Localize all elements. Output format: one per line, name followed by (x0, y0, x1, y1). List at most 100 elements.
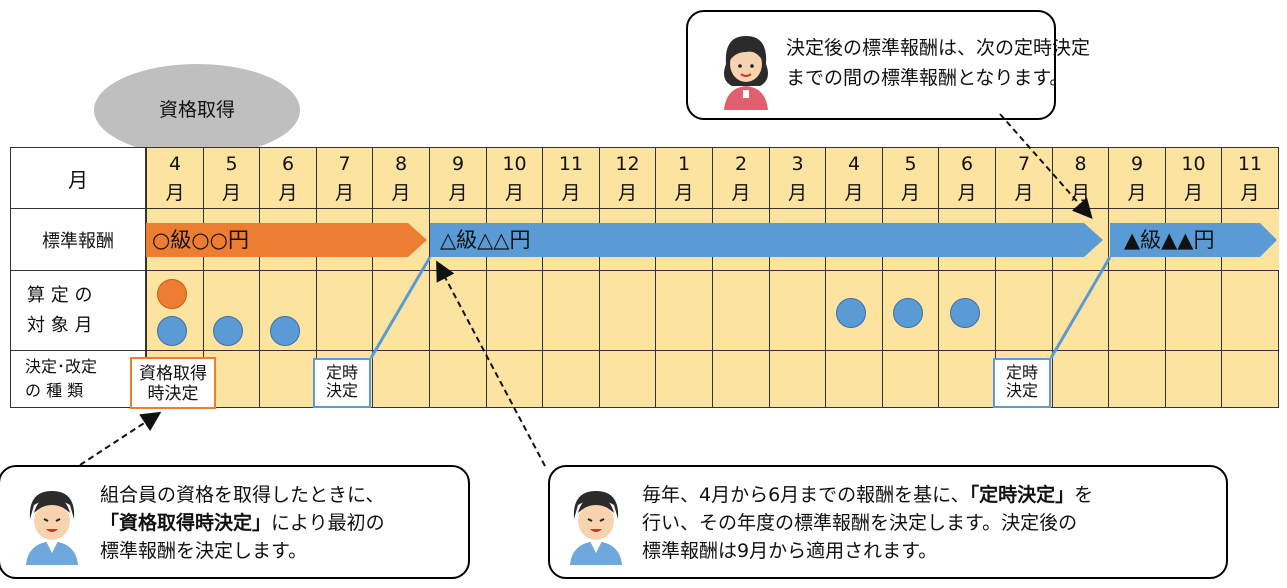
pay-bar-blue-next: ▲級▲▲円 (1110, 223, 1277, 257)
bottom-right-callout: 毎年、4月から6月までの報酬を基に、「定時決定」を 行い、その年度の標準報酬を決… (548, 465, 1228, 579)
month-unit: 月 (165, 182, 185, 204)
grid-cell (429, 350, 487, 408)
grid-cell (712, 350, 770, 408)
month-number: 4 (847, 153, 861, 175)
grid-cell (259, 350, 317, 408)
grid-cell (1221, 350, 1279, 408)
bottom-left-line-2: 「資格取得時決定」により最初の (100, 509, 385, 537)
month-unit: 月 (1183, 182, 1203, 204)
regular-decision-box-2: 定時 決定 (993, 358, 1051, 408)
dashed-arrow-bottom-right (436, 260, 546, 467)
month-number: 11 (1237, 153, 1263, 175)
bottom-left-line-2-bold: 「資格取得時決定」 (100, 512, 272, 534)
month-number: 5 (225, 153, 238, 175)
row-label-standard-pay-text: 標準報酬 (42, 230, 114, 252)
row-label-calc-line-2: 対 象 月 (27, 314, 93, 336)
month-unit: 月 (1127, 182, 1147, 204)
bottom-right-line-2: 行い、その年度の標準報酬を決定します。決定後の (642, 512, 1078, 534)
month-number: 10 (502, 153, 527, 175)
month-number: 11 (558, 153, 584, 175)
month-unit: 月 (334, 182, 354, 204)
month-number: 8 (394, 153, 408, 175)
month-number: 4 (168, 153, 182, 175)
regular-box-2-line-1: 定時 (1005, 363, 1038, 382)
month-number: 1 (677, 153, 691, 175)
regular-box-2-line-2: 決定 (1005, 381, 1038, 400)
top-callout: 決定後の標準報酬は、次の定時決定 までの間の標準報酬となります。 (686, 10, 1090, 120)
month-unit: 月 (844, 182, 864, 204)
row-label-calc-line-1: 算 定 の (27, 284, 93, 306)
calc-dot-apr (157, 316, 187, 346)
acquisition-box-line-1: 資格取得 (139, 364, 207, 384)
month-number: 9 (451, 153, 465, 175)
month-unit: 月 (1240, 182, 1260, 204)
top-callout-line-2: までの間の標準報酬となります。 (786, 67, 1069, 89)
pay-bar-blue-next-label: ▲級▲▲円 (1124, 228, 1215, 252)
month-unit: 月 (787, 182, 807, 204)
month-header-cell: 11 月 (1221, 147, 1279, 209)
pay-bar-blue-label: △級△△円 (440, 228, 531, 252)
grid-cell (825, 350, 883, 408)
speech-bubble: 資格取得 (92, 62, 302, 162)
pay-bar-orange-label: ○級○○円 (152, 228, 249, 252)
month-number: 6 (281, 153, 295, 175)
month-header-cell: 10 月 (1165, 147, 1222, 209)
pay-bar-orange: ○級○○円 (146, 223, 427, 257)
bottom-right-line-1-bold: 「定時決定」 (969, 484, 1075, 506)
row-label-decision-line-1: 決定･改定 (25, 357, 98, 376)
grid-cell (655, 270, 713, 351)
month-unit: 月 (674, 182, 694, 204)
grid-cell (769, 270, 826, 351)
grid-cell (938, 350, 996, 408)
calc-dot-jun-next (950, 298, 980, 328)
regular-link-line-2 (1049, 256, 1112, 359)
bottom-right-line-3: 標準報酬は9月から適用されます。 (642, 540, 938, 562)
grid-cell (372, 350, 430, 408)
month-unit: 月 (1014, 182, 1034, 204)
regular-box-1-line-1: 定時 (325, 363, 358, 382)
row-label-month-text: 月 (68, 167, 88, 192)
month-number: 12 (615, 153, 640, 175)
month-unit: 月 (448, 182, 468, 204)
regular-link-line-1 (369, 256, 432, 359)
grid-cell (655, 350, 713, 408)
calc-dot-may (213, 316, 243, 346)
month-number: 6 (960, 153, 974, 175)
pay-bar-blue: △級△△円 (430, 223, 1103, 257)
grid-cell (316, 270, 373, 351)
speech-bubble-label: 資格取得 (158, 99, 235, 121)
bottom-left-line-2-rest: により最初の (271, 512, 385, 534)
month-unit: 月 (391, 182, 411, 204)
month-unit: 月 (617, 182, 637, 204)
bottom-right-line-1-pre: 毎年、4月から6月までの報酬を基に、 (642, 484, 970, 506)
month-number: 8 (1074, 153, 1087, 175)
grid-cell (486, 350, 543, 408)
dashed-arrow-bottom-left (79, 411, 162, 466)
row-label-month: 月 (10, 147, 146, 209)
month-number: 10 (1181, 153, 1206, 175)
row-label-standard-pay: 標準報酬 (10, 208, 146, 271)
grid-cell (995, 270, 1053, 351)
row-label-decision-type: 決定･改定 の 種 類 (10, 350, 146, 408)
acquisition-decision-box: 資格取得 時決定 (130, 357, 216, 409)
grid-cell (1165, 350, 1222, 408)
month-unit: 月 (900, 182, 920, 204)
month-unit: 月 (561, 182, 581, 204)
month-number: 7 (338, 153, 351, 175)
man-staff-icon (564, 485, 628, 565)
grid-cell (882, 350, 939, 408)
woman-staff-icon (716, 30, 776, 110)
regular-box-1-line-2: 決定 (325, 381, 358, 400)
acquisition-box-line-2: 時決定 (147, 384, 199, 404)
grid-cell (542, 270, 600, 351)
month-number: 3 (791, 153, 804, 175)
